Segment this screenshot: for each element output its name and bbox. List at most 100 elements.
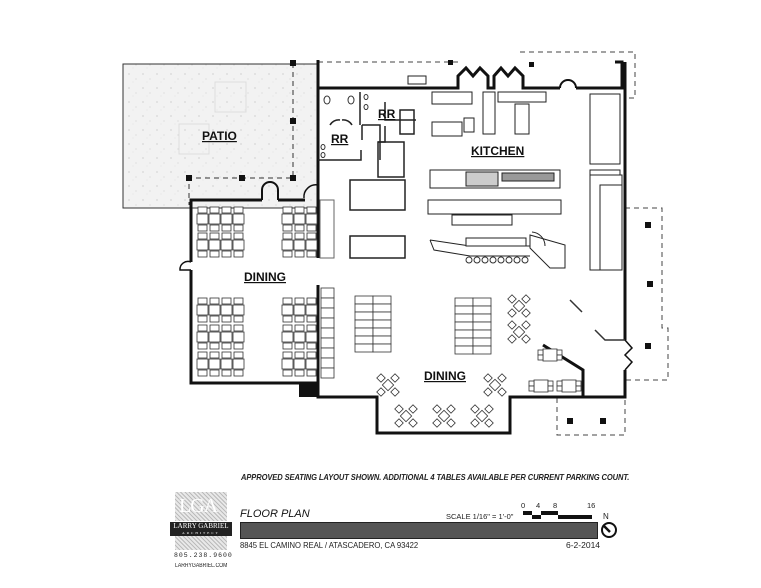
chair xyxy=(306,351,317,359)
banquette-seat xyxy=(354,327,374,337)
chair xyxy=(221,342,232,350)
booth-seat xyxy=(320,287,335,299)
chair xyxy=(556,354,563,361)
entry-doors xyxy=(623,339,634,371)
table xyxy=(281,358,294,370)
table xyxy=(208,213,221,225)
table xyxy=(293,239,306,251)
table xyxy=(196,239,209,251)
door-swing xyxy=(261,181,279,200)
firm-phone: 805.238.9600 xyxy=(174,552,233,559)
table xyxy=(561,379,577,393)
table xyxy=(542,348,558,362)
kitchen-equipment xyxy=(407,75,623,271)
table xyxy=(196,331,209,343)
table xyxy=(488,378,502,392)
overhang-outlines xyxy=(318,51,669,436)
firm-subtitle: ARCHITECT xyxy=(182,531,220,535)
scale-text: SCALE 1/16" = 1'-0" xyxy=(446,512,514,521)
chair xyxy=(556,385,563,392)
booth-seat xyxy=(320,337,335,349)
vestibule xyxy=(569,299,625,341)
chair xyxy=(306,224,317,232)
chair xyxy=(547,385,554,392)
firm-logo-hatch xyxy=(175,536,227,550)
table xyxy=(232,213,245,225)
chair xyxy=(306,232,317,240)
door-swing xyxy=(303,184,319,199)
chair xyxy=(556,349,563,356)
chair xyxy=(209,224,220,232)
chair xyxy=(282,232,293,240)
banquette-seat xyxy=(472,329,492,339)
chair xyxy=(233,232,244,240)
chair xyxy=(521,334,531,344)
table xyxy=(399,409,413,423)
chair xyxy=(233,224,244,232)
chair xyxy=(221,297,232,305)
chair xyxy=(537,354,544,361)
chair xyxy=(470,418,480,428)
chair xyxy=(306,297,317,305)
chair xyxy=(394,418,404,428)
chair xyxy=(209,342,220,350)
chair xyxy=(209,315,220,323)
banquette-seat xyxy=(454,305,474,315)
chair xyxy=(390,373,400,383)
chair xyxy=(484,404,494,414)
chair xyxy=(408,404,418,414)
banquette-seat xyxy=(472,321,492,331)
scale-tick: 4 xyxy=(536,501,541,510)
chair xyxy=(432,418,442,428)
chair xyxy=(537,349,544,356)
chair xyxy=(294,232,305,240)
banquette-seat xyxy=(354,303,374,313)
door-swing xyxy=(559,79,577,89)
table xyxy=(232,358,245,370)
chair xyxy=(197,369,208,377)
banquette-seat xyxy=(472,305,492,315)
chair xyxy=(197,342,208,350)
table xyxy=(220,358,233,370)
chair xyxy=(294,369,305,377)
banquette-seat xyxy=(472,345,492,355)
table xyxy=(293,213,306,225)
table xyxy=(293,358,306,370)
chair xyxy=(197,351,208,359)
north-label: N xyxy=(603,512,609,521)
overhang-posts xyxy=(448,60,653,424)
patio-posts xyxy=(186,60,296,181)
banquette-seat xyxy=(454,329,474,339)
chair xyxy=(306,206,317,214)
chair xyxy=(390,387,400,397)
chair xyxy=(282,324,293,332)
chair xyxy=(197,232,208,240)
banquette-seat xyxy=(372,311,392,321)
table xyxy=(281,304,294,316)
banquette-seat xyxy=(454,313,474,323)
chair xyxy=(446,418,456,428)
chair xyxy=(209,297,220,305)
walls xyxy=(189,60,627,435)
chair xyxy=(233,324,244,332)
firm-website[interactable]: LARRYGABRIEL.COM xyxy=(175,563,228,569)
table xyxy=(305,239,318,251)
chair xyxy=(294,324,305,332)
chair xyxy=(294,315,305,323)
patio xyxy=(122,60,319,209)
chair xyxy=(306,342,317,350)
banquette-seat xyxy=(372,335,392,345)
chair xyxy=(432,404,442,414)
chair xyxy=(221,351,232,359)
room-label-restroom-2: RR xyxy=(378,107,396,121)
sheet-date: 6-2-2014 xyxy=(566,540,601,550)
scale-tick: 8 xyxy=(553,501,558,510)
room-label-dining-west: DINING xyxy=(244,270,286,284)
table xyxy=(208,239,221,251)
banquette-seat xyxy=(454,337,474,347)
banquette-seat xyxy=(354,295,374,305)
table xyxy=(220,213,233,225)
table xyxy=(293,331,306,343)
banquette-seat xyxy=(354,311,374,321)
chair xyxy=(282,297,293,305)
